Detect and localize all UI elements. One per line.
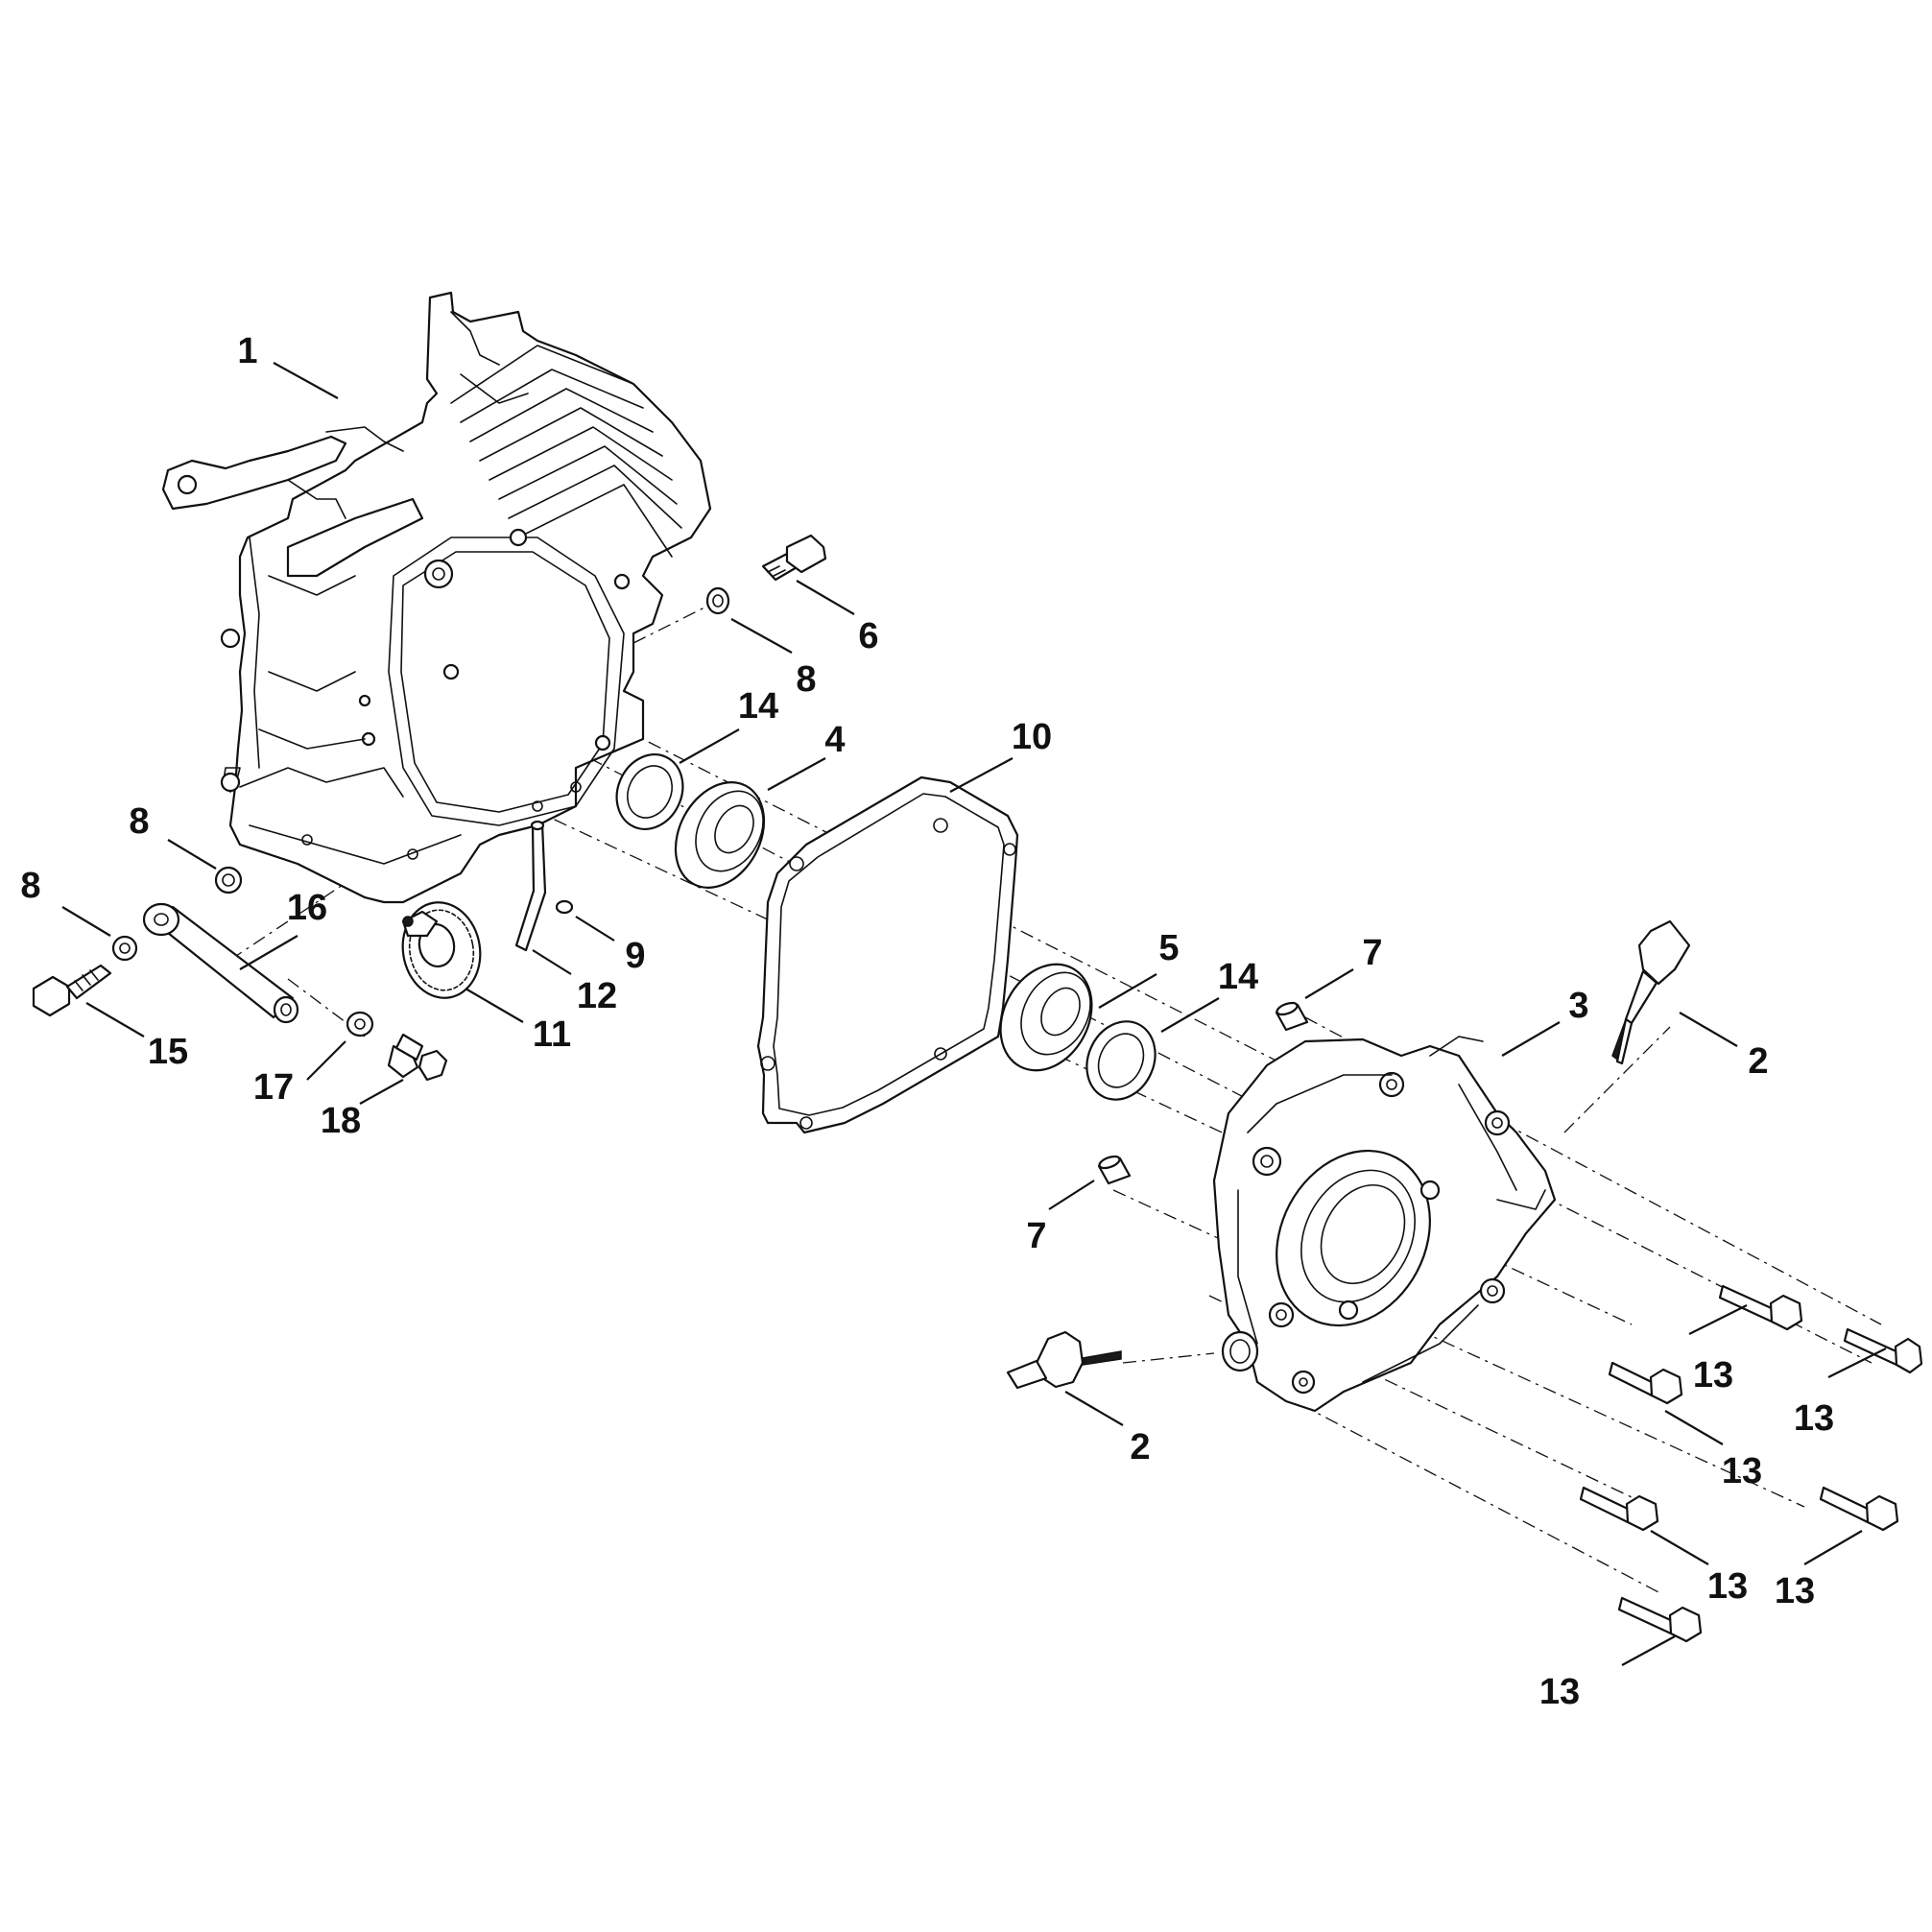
callout-18: 18 <box>321 1101 361 1141</box>
oil-seal-14-left <box>615 753 684 830</box>
washer-17 <box>346 1011 374 1038</box>
bolt-13-b <box>1843 1327 1923 1374</box>
washer-8-left <box>111 935 138 962</box>
sleeve-16 <box>142 902 299 1024</box>
governor-shaft-12 <box>514 820 547 952</box>
gasket-10 <box>756 775 1019 1134</box>
callout-17: 17 <box>253 1067 294 1108</box>
washer-8-mid <box>214 866 243 894</box>
dipstick-2-bottom <box>1006 1330 1122 1390</box>
screw-15 <box>32 964 112 1017</box>
bolt-13-a <box>1718 1284 1803 1331</box>
crankcase-cover-3 <box>1212 1036 1557 1413</box>
callout-2: 2 <box>1748 1041 1768 1082</box>
bolt-13-d <box>1579 1486 1659 1532</box>
callout-7: 7 <box>1362 933 1382 973</box>
clip-9 <box>555 899 574 915</box>
callout-15: 15 <box>148 1032 188 1072</box>
callout-6: 6 <box>858 616 878 656</box>
dowel-pin-7-top <box>1275 1001 1309 1032</box>
callout-5: 5 <box>1158 928 1179 968</box>
callout-16: 16 <box>287 888 327 928</box>
drain-plug-bolt <box>761 534 827 582</box>
callout-13: 13 <box>1707 1566 1748 1607</box>
callout-1: 1 <box>237 331 257 371</box>
callout-13: 13 <box>1693 1355 1733 1395</box>
callout-4: 4 <box>824 720 845 760</box>
dipstick-2-top <box>1611 919 1691 1065</box>
callout-14: 14 <box>1218 957 1258 997</box>
leader-lines <box>61 362 1887 1666</box>
bearing-5 <box>999 963 1093 1072</box>
callout-14: 14 <box>738 686 778 727</box>
callout-13: 13 <box>1722 1451 1762 1491</box>
callout-9: 9 <box>625 936 645 976</box>
callout-3: 3 <box>1568 986 1588 1026</box>
callout-8: 8 <box>796 659 816 700</box>
crankcase-block <box>161 291 712 904</box>
callout-13: 13 <box>1539 1672 1580 1712</box>
bearing-4 <box>674 781 766 889</box>
bolt-13-e <box>1819 1486 1899 1532</box>
bolt-13-c <box>1608 1361 1683 1405</box>
dowel-pin-7-bottom <box>1097 1155 1132 1185</box>
callout-12: 12 <box>577 976 617 1016</box>
bolt-18 <box>387 1033 448 1082</box>
callout-7: 7 <box>1026 1216 1046 1256</box>
oil-seal-14-right <box>1085 1020 1157 1101</box>
callout-2: 2 <box>1130 1427 1150 1467</box>
washer-8-left-hole <box>119 942 131 954</box>
callout-13: 13 <box>1794 1398 1834 1439</box>
governor-gear-11 <box>401 901 482 999</box>
callout-labels: 1 6 8 14 4 10 8 8 16 15 9 12 11 17 18 5 … <box>20 331 1834 1712</box>
callout-8: 8 <box>129 801 149 842</box>
washer-8-top-hole <box>712 594 724 608</box>
callout-11: 11 <box>533 1014 571 1055</box>
callout-13: 13 <box>1775 1571 1815 1611</box>
callout-8: 8 <box>20 866 40 906</box>
callout-10: 10 <box>1012 717 1052 757</box>
washer-8-top <box>705 586 730 615</box>
bolt-13-f <box>1617 1596 1703 1643</box>
washer-8-mid-hole <box>222 873 235 887</box>
